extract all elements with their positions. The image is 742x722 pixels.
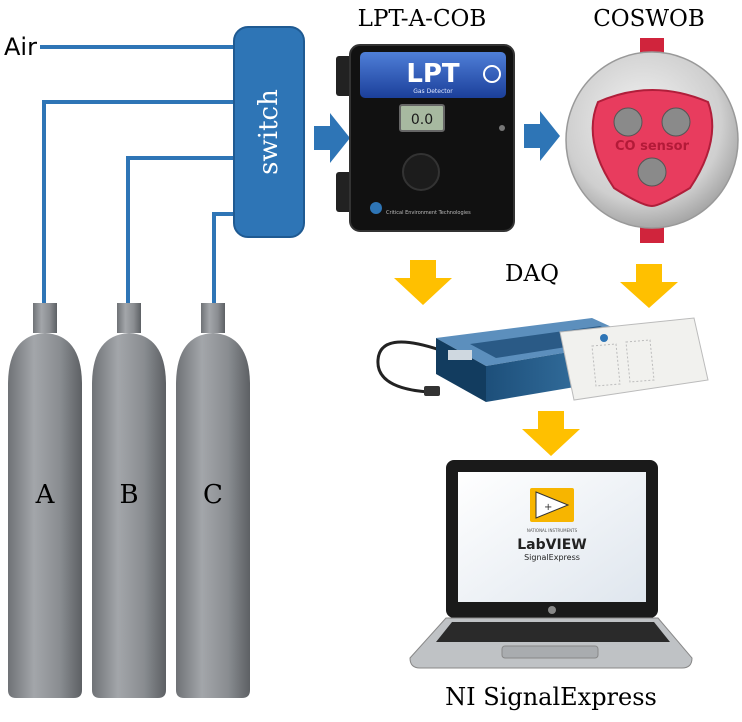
cylinder-a: A <box>8 303 82 698</box>
daq-device <box>376 317 709 402</box>
labview-caption: NATIONAL INSTRUMENTS <box>527 528 578 533</box>
laptop: + NATIONAL INSTRUMENTS LabVIEW SignalExp… <box>409 460 693 669</box>
arrow-lpt-to-coswob <box>524 111 560 161</box>
pipe-b <box>126 156 236 305</box>
arrow-lpt-down <box>394 260 452 305</box>
lpt-display <box>399 104 445 132</box>
lpt-brand: LPT <box>406 59 460 89</box>
air-label: Air <box>4 33 37 61</box>
svg-text:+: + <box>544 502 552 513</box>
cylinder-b-label: B <box>119 480 138 510</box>
cylinder-c-label: C <box>203 480 223 510</box>
arrow-coswob-down <box>620 264 678 308</box>
yellow-arrows <box>394 260 678 456</box>
coswob-face-text: CO sensor <box>615 139 690 154</box>
cylinder-a-label: A <box>35 480 56 510</box>
hp-logo-icon <box>548 606 556 614</box>
lpt-title: LPT-A-COB <box>358 6 487 32</box>
gas-cylinders: A B C <box>8 303 250 698</box>
lpt-maker: Critical Environment Technologies <box>386 210 471 216</box>
lpt-device: LPT Gas Detector 0.0 Critical Environmen… <box>336 44 515 232</box>
switch-box: switch <box>233 26 305 238</box>
pipe-c <box>212 212 236 305</box>
pipes <box>40 45 236 305</box>
lpt-logo-icon <box>483 65 501 83</box>
arrow-daq-down <box>522 411 580 456</box>
labview-logo-icon: + <box>530 488 574 522</box>
usb-cable <box>376 340 441 394</box>
cylinder-c: C <box>176 303 250 698</box>
cylinder-b: B <box>92 303 166 698</box>
usb-plug <box>424 386 440 396</box>
labview-subtitle: SignalExpress <box>524 553 580 562</box>
coswob-device: CO sensor <box>565 38 739 243</box>
blue-arrows <box>314 111 560 163</box>
labview-title: LabVIEW <box>517 537 586 553</box>
coswob-title: COSWOB <box>593 6 705 32</box>
lpt-subtitle: Gas Detector <box>413 88 453 95</box>
pipe-a <box>42 100 236 305</box>
arrow-switch-to-lpt <box>314 113 350 163</box>
software-label: NI SignalExpress <box>445 683 657 711</box>
switch-label: switch <box>254 89 284 175</box>
lpt-sensor-port <box>402 153 440 191</box>
lpt-display-value: 0.0 <box>411 112 433 128</box>
daq-label: DAQ <box>505 261 559 287</box>
